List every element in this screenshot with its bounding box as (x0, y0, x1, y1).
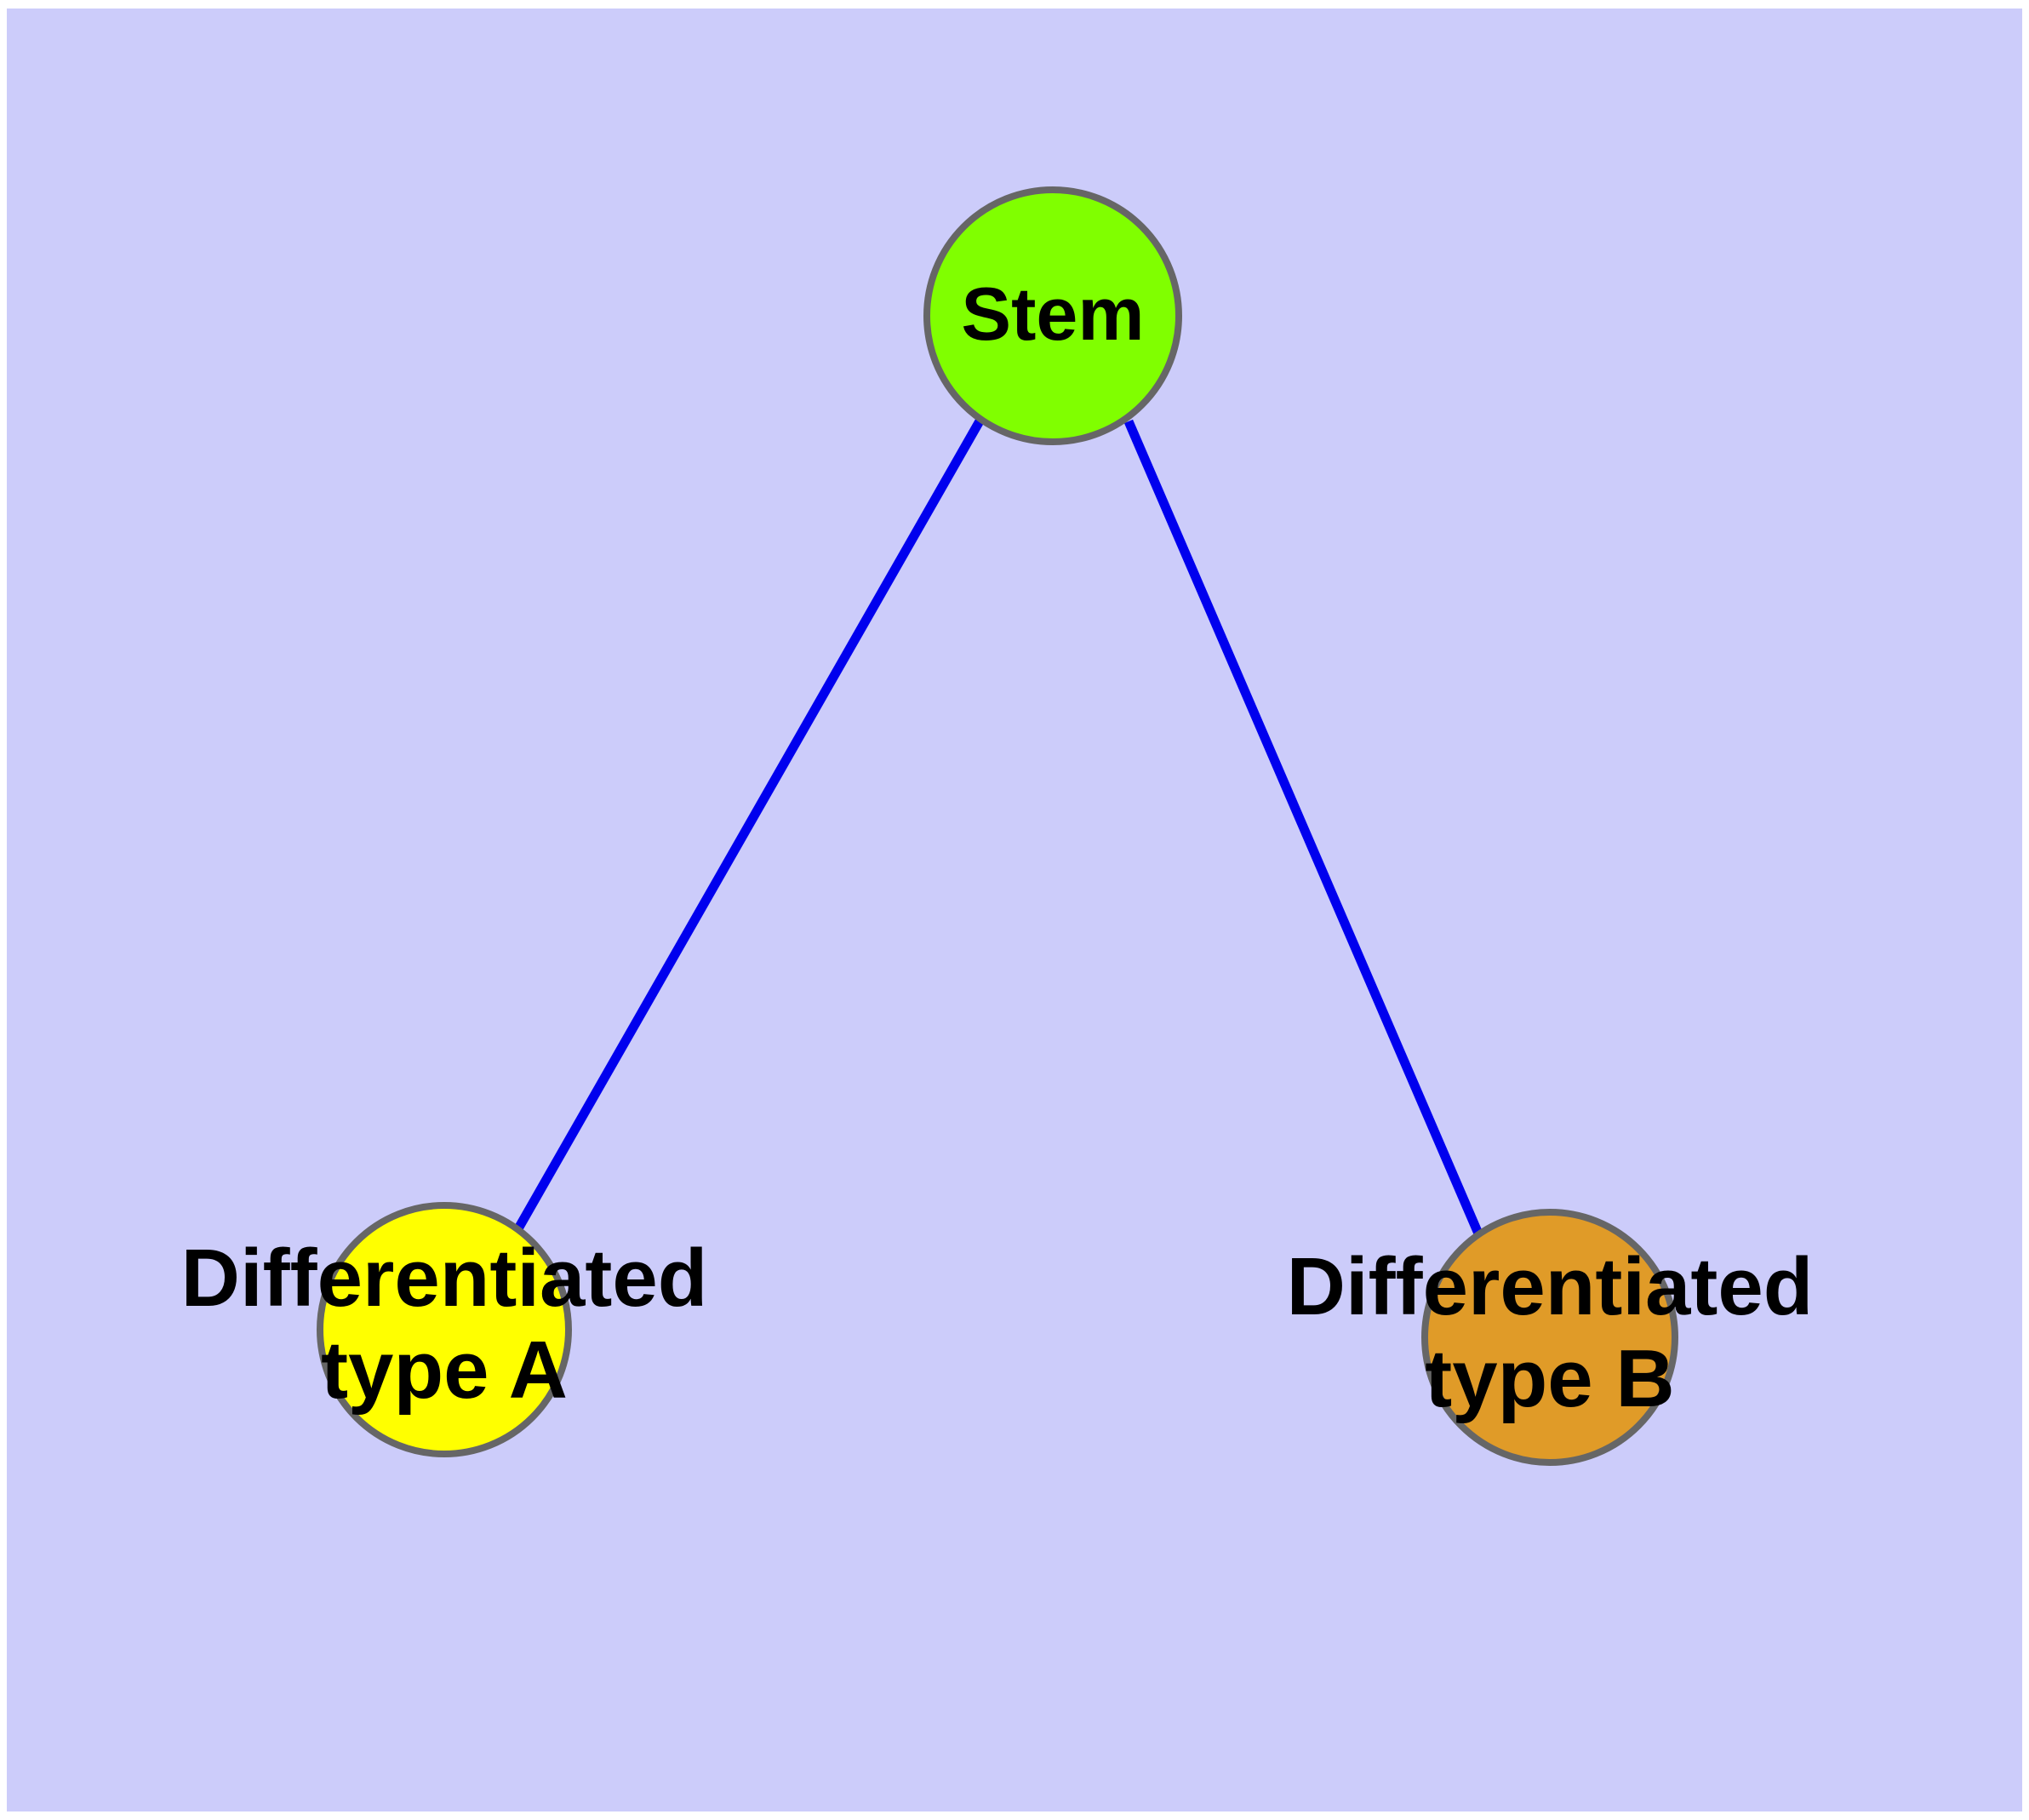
node-layer (317, 186, 1678, 1466)
edge-stem-to-differentiated-type-a (510, 417, 985, 1239)
node-stem[interactable] (923, 186, 1182, 445)
edge-layer (510, 417, 1486, 1242)
edge-stem-to-differentiated-type-b (1123, 419, 1486, 1242)
node-differentiated-type-a[interactable] (317, 1202, 572, 1457)
node-differentiated-type-b[interactable] (1421, 1209, 1678, 1466)
